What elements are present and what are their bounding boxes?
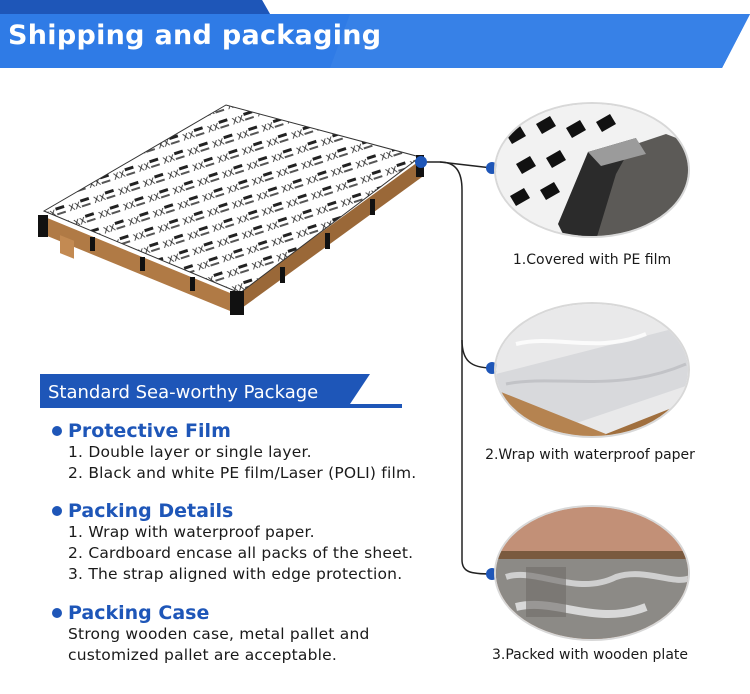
step-caption: 2.Wrap with waterproof paper [485,447,695,463]
section-protective-film: Protective Film 1. Double layer or singl… [52,420,416,484]
step-photo-wooden-plate [494,505,690,641]
section-line: 2. Black and white PE film/Laser (POLI) … [68,464,417,482]
bullet-icon [52,426,62,436]
section-line: 1. Wrap with waterproof paper. [68,523,315,541]
standard-banner-shape [40,374,402,408]
standard-package-banner: Standard Sea-worthy Package [40,374,402,410]
section-line: customized pallet are acceptable. [68,646,338,664]
board-pallet-illustration: XX [38,104,424,315]
standard-package-title: Standard Sea-worthy Package [48,382,319,403]
section-line: 1. Double layer or single layer. [68,443,312,461]
step-caption: 3.Packed with wooden plate [491,647,689,663]
bullet-icon [52,608,62,618]
page-title: Shipping and packaging [8,20,382,51]
section-heading: Packing Details [68,500,234,522]
step-photo-pe-film [494,102,690,238]
bullet-icon [52,506,62,516]
section-packing-case: Packing Case Strong wooden case, metal p… [52,602,370,666]
step-photo-waterproof-paper [494,302,690,438]
section-line: Strong wooden case, metal pallet and [68,625,370,643]
section-packing-details: Packing Details 1. Wrap with waterproof … [52,500,413,585]
section-heading: Protective Film [68,420,231,442]
section-line: 2. Cardboard encase all packs of the she… [68,544,414,562]
section-heading: Packing Case [68,602,210,624]
header-banner-shape [0,0,750,68]
step-caption: 1.Covered with PE film [512,252,672,268]
section-line: 3. The strap aligned with edge protectio… [68,565,403,583]
header-banner: Shipping and packaging [0,0,750,70]
